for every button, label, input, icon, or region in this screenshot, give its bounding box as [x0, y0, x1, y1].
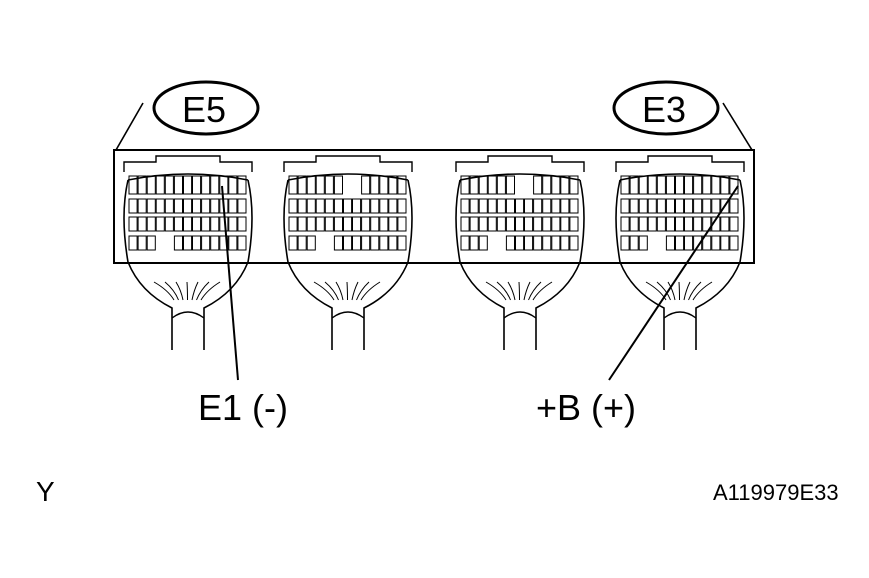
e5-leader-line [115, 102, 144, 151]
e3-label-ellipse [612, 80, 720, 136]
connector-e3-label: E3 [642, 89, 687, 130]
terminal-e1-label: E1 (-) [198, 387, 288, 428]
e3-leader-line [722, 102, 753, 151]
connector-block-4 [615, 155, 745, 350]
ecm-housing [113, 149, 755, 264]
e5-label-ellipse [152, 80, 260, 136]
figure-code: A119979E33 [713, 480, 839, 505]
terminal-b-label: +B (+) [536, 387, 637, 428]
corner-letter: Y [36, 476, 55, 507]
connector-e5-label: E5 [182, 89, 227, 130]
connector-block-1 [123, 155, 253, 350]
e1-probe-line [221, 185, 239, 381]
b-probe-line [608, 185, 739, 381]
connector-blocks [123, 155, 745, 350]
connector-block-2 [283, 155, 413, 350]
connector-block-3 [455, 155, 585, 350]
